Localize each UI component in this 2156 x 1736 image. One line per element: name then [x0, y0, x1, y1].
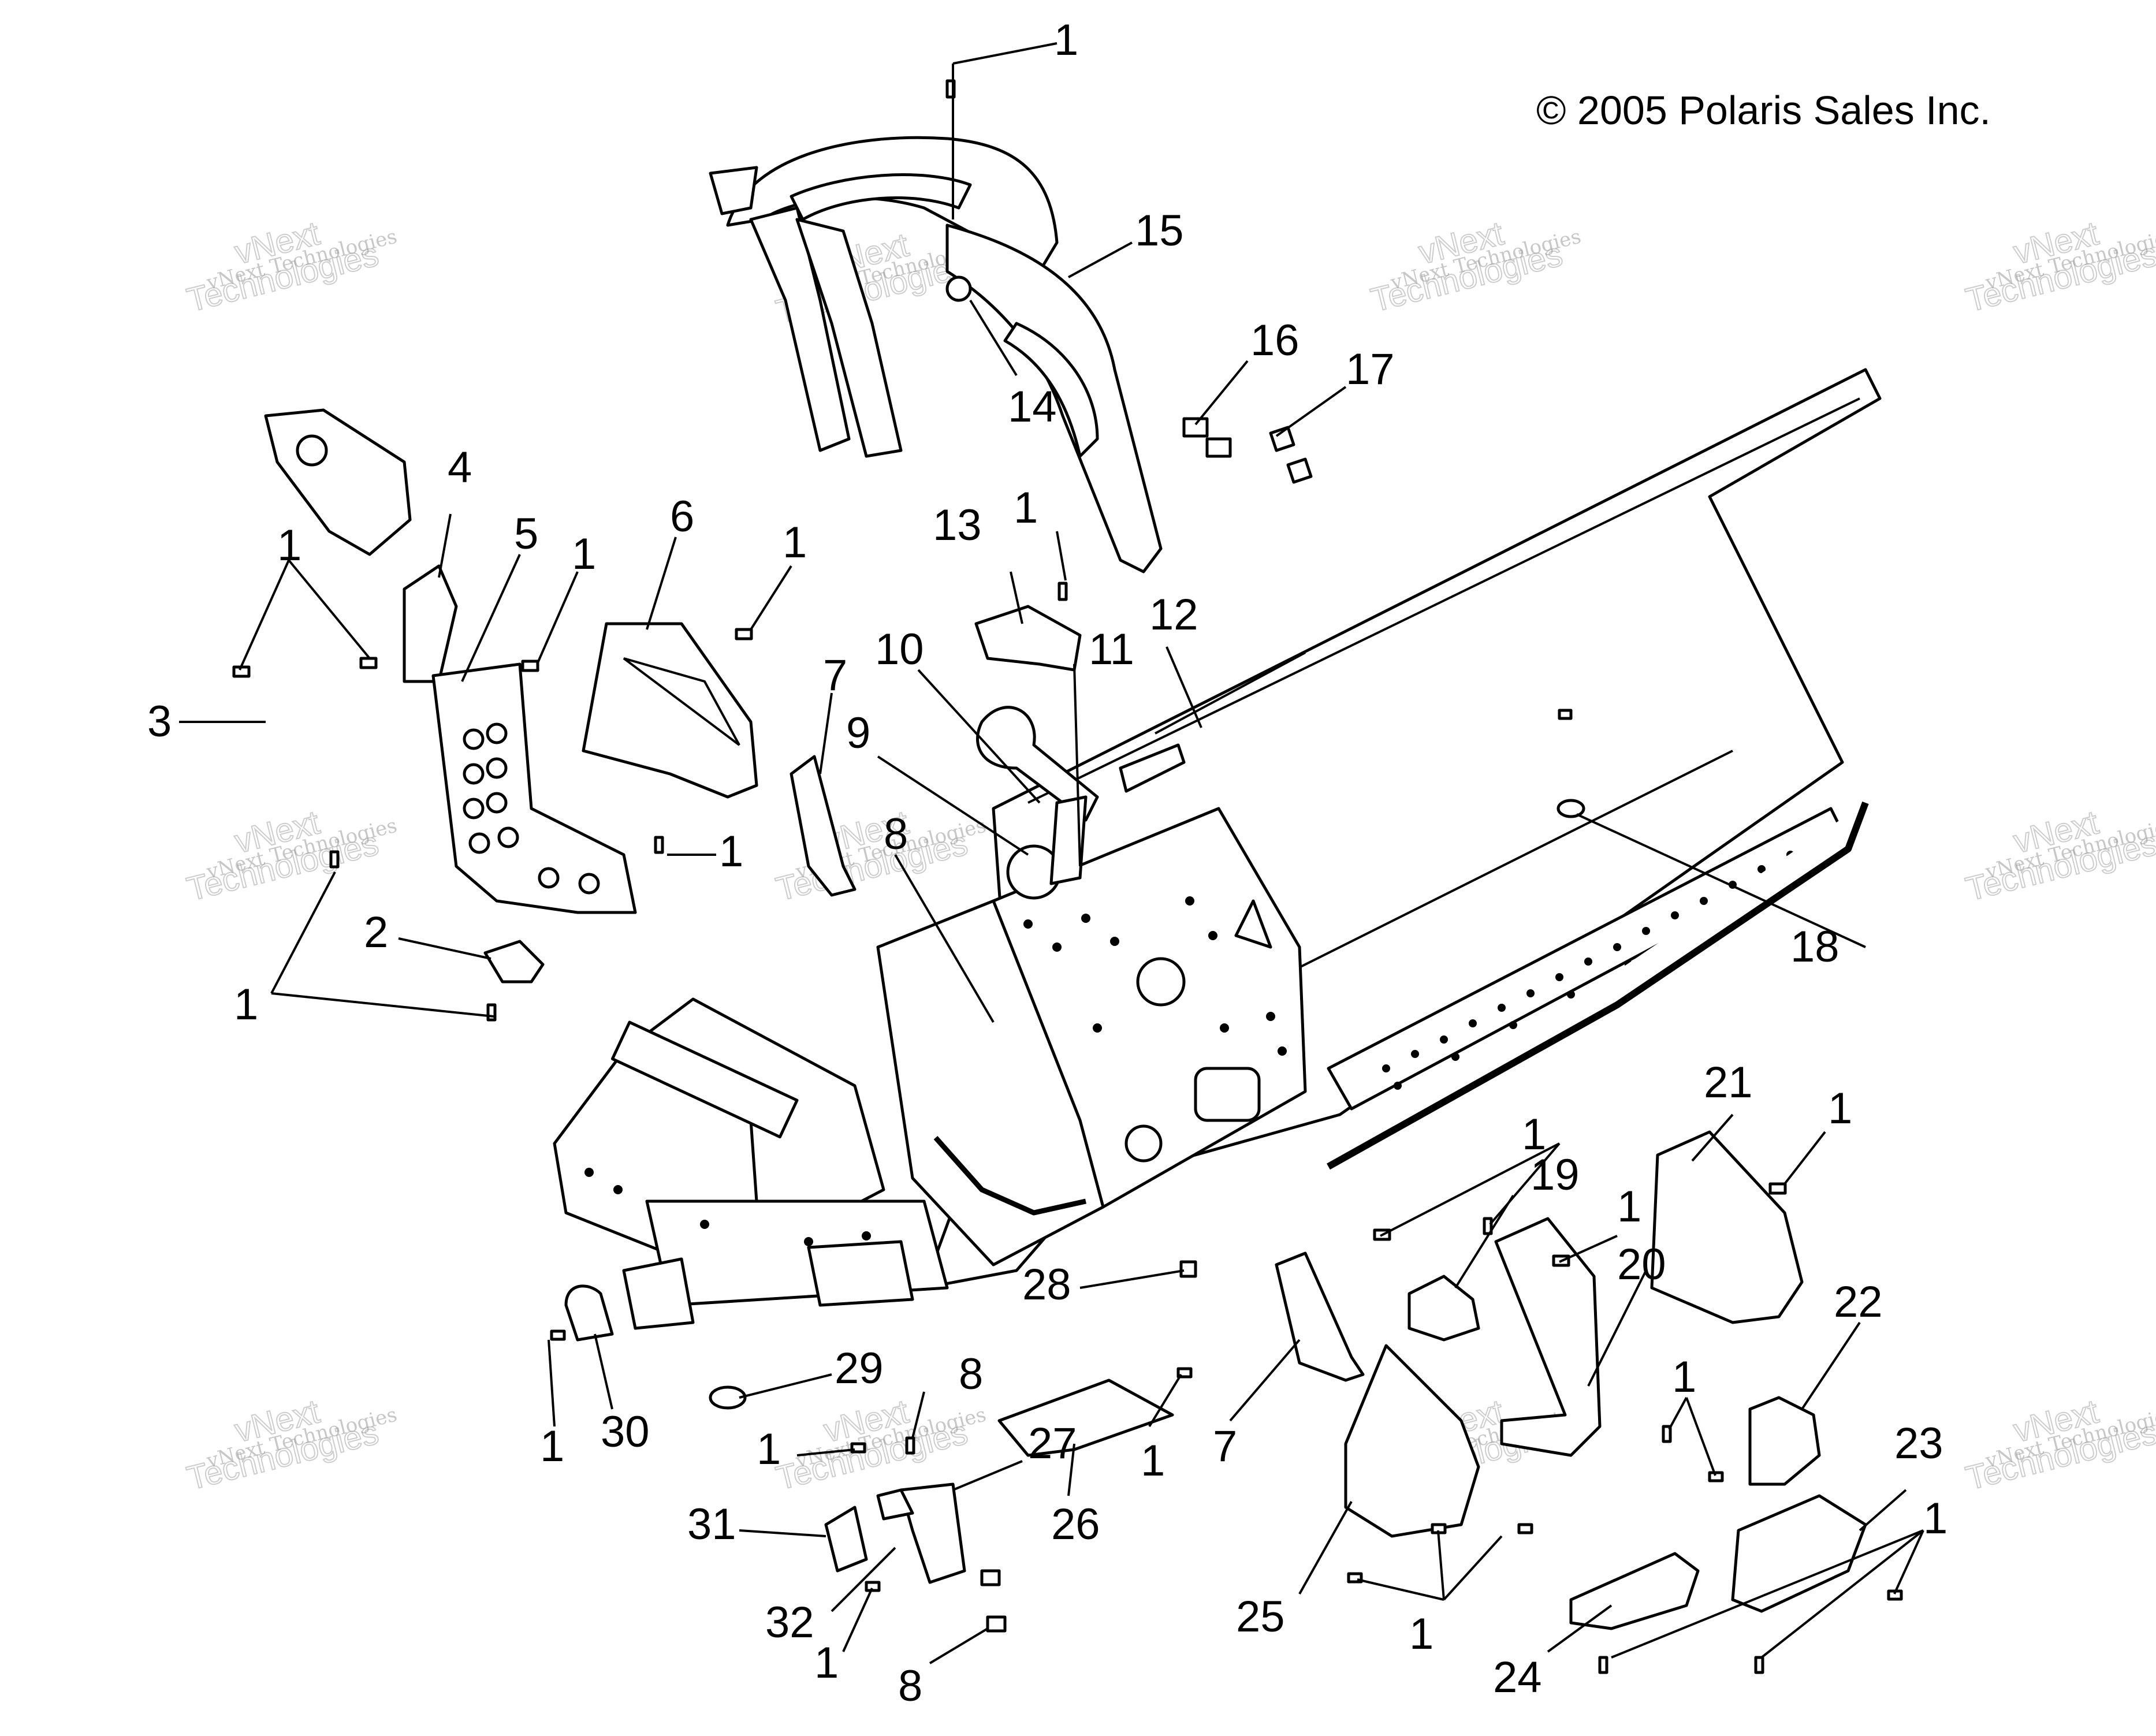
part-22-bracket	[1748, 1396, 1821, 1486]
callout-8: 8	[898, 1662, 922, 1711]
callout-3: 3	[147, 697, 172, 746]
panel-holes	[1023, 896, 1287, 1056]
callout-29: 29	[835, 1344, 884, 1393]
part-7-strip-right	[1275, 1251, 1365, 1382]
callout-1: 1	[1522, 1110, 1546, 1159]
part-26-plate	[997, 1379, 1174, 1457]
callout-1: 1	[1409, 1610, 1433, 1659]
callout-17: 17	[1346, 345, 1395, 394]
frame-holes	[584, 1168, 906, 1264]
callout-16: 16	[1250, 316, 1299, 365]
callout-7: 7	[823, 651, 847, 700]
part-6-plate	[582, 622, 758, 799]
callout-30: 30	[601, 1407, 650, 1456]
callout-1: 1	[1923, 1494, 1948, 1543]
copyright-notice: © 2005 Polaris Sales Inc.	[1536, 88, 1991, 133]
part-20-bracket	[1494, 1217, 1602, 1457]
callouts: 1 15 14 16 17 1 13 12 11 10 9 8 7 4 5 1 …	[147, 16, 1948, 1711]
callout-18: 18	[1790, 922, 1840, 971]
callout-1: 1	[1672, 1353, 1696, 1402]
callout-15: 15	[1135, 206, 1184, 255]
callout-26: 26	[1051, 1500, 1100, 1549]
callout-28: 28	[1022, 1260, 1071, 1309]
callout-1: 1	[757, 1425, 781, 1474]
part-3-bracket	[264, 408, 412, 556]
callout-7: 7	[1213, 1422, 1237, 1471]
part-28-fastener	[1179, 1260, 1197, 1278]
callout-1: 1	[1828, 1084, 1852, 1133]
callout-1: 1	[1014, 483, 1038, 532]
callout-1: 1	[719, 827, 743, 876]
part-31-32-brackets	[824, 1482, 966, 1584]
part-13-bracket	[974, 605, 1082, 672]
chassis-tunnel	[553, 368, 1882, 1330]
callout-14: 14	[1008, 382, 1057, 431]
callout-13: 13	[933, 501, 982, 550]
callout-24: 24	[1493, 1653, 1542, 1702]
part-29-bumper	[709, 1385, 747, 1410]
callout-4: 4	[448, 443, 472, 492]
callout-10: 10	[875, 625, 924, 674]
callout-1: 1	[1141, 1436, 1165, 1485]
callout-8: 8	[884, 810, 908, 859]
part-4-bracket	[403, 564, 458, 683]
callout-1: 1	[234, 980, 258, 1029]
callout-1: 1	[540, 1422, 564, 1471]
callout-1: 1	[572, 530, 596, 579]
part-7-strip-left	[790, 755, 857, 897]
part-18-plug	[1557, 709, 1585, 818]
callout-32: 32	[765, 1598, 814, 1647]
callout-12: 12	[1149, 590, 1198, 639]
callout-9: 9	[846, 709, 870, 758]
part-19-bracket	[1407, 1275, 1480, 1342]
callout-25: 25	[1236, 1592, 1285, 1641]
callout-31: 31	[687, 1500, 736, 1549]
part-5-plate	[431, 662, 637, 914]
part-23-bracket	[1731, 1494, 1867, 1613]
part-21-bracket	[1650, 1130, 1804, 1324]
part-16-17-fasteners	[1182, 417, 1313, 484]
callout-21: 21	[1704, 1058, 1753, 1107]
leader-lines	[179, 42, 1924, 1664]
callout-1: 1	[814, 1638, 839, 1687]
callout-23: 23	[1894, 1419, 1943, 1468]
callout-8: 8	[959, 1350, 983, 1399]
callout-22: 22	[1834, 1277, 1883, 1327]
callout-20: 20	[1617, 1240, 1666, 1289]
steering-post-15	[709, 136, 1163, 573]
part-25-bracket	[1344, 1344, 1480, 1538]
callout-27: 27	[1028, 1419, 1077, 1468]
callout-2: 2	[364, 908, 388, 957]
callout-1: 1	[1617, 1182, 1641, 1231]
part-2-clip	[483, 940, 545, 984]
callout-5: 5	[514, 509, 538, 558]
part-30-bracket	[564, 1284, 614, 1342]
part-24-bracket	[1569, 1552, 1700, 1630]
callout-1: 1	[783, 518, 807, 567]
callout-1: 1	[1054, 16, 1078, 65]
callout-6: 6	[670, 492, 694, 541]
callout-11: 11	[1089, 625, 1134, 674]
callout-1: 1	[277, 521, 301, 570]
callout-19: 19	[1531, 1150, 1580, 1199]
